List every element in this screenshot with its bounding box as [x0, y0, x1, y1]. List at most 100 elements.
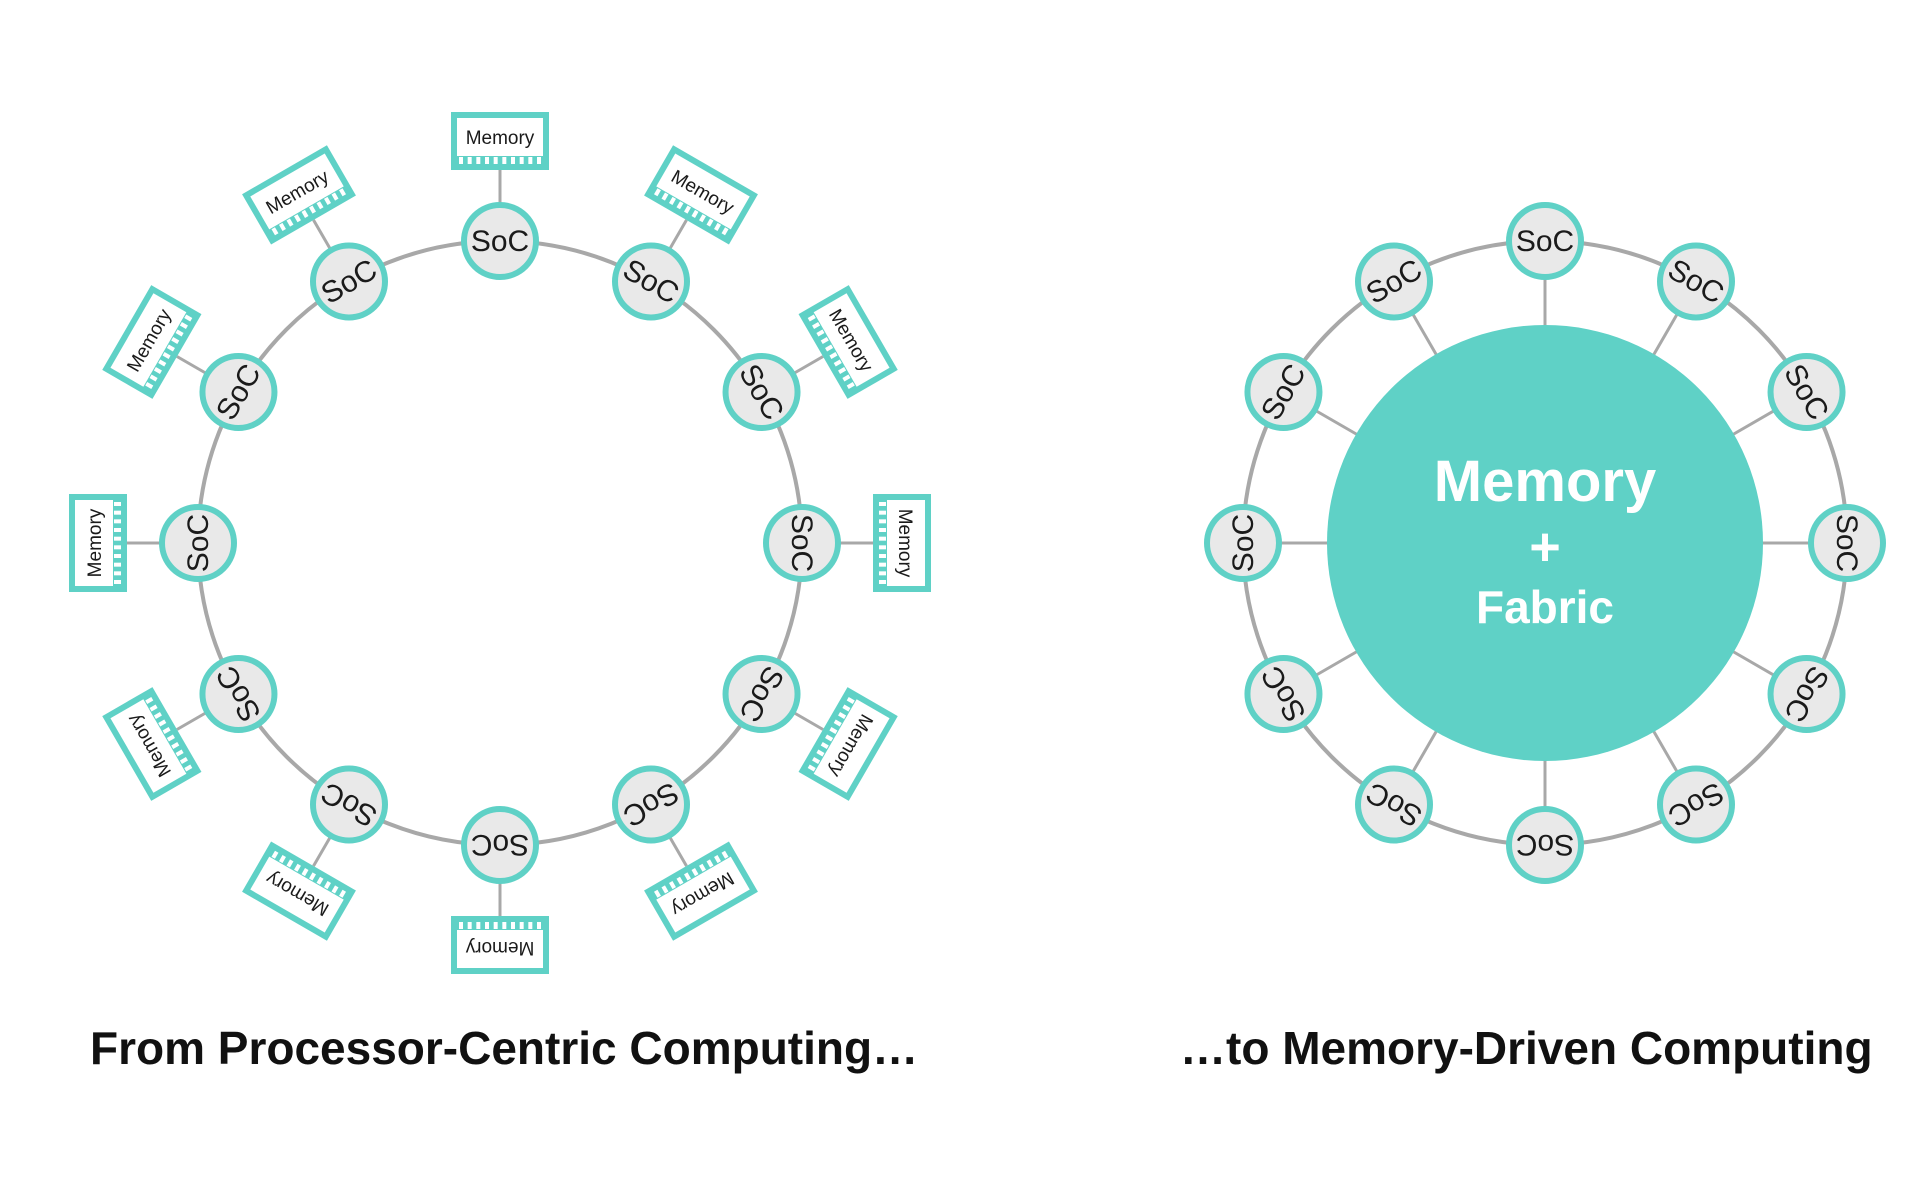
memory-module-label-area [656, 153, 750, 230]
memory-pin [661, 885, 669, 894]
soc-label: SoC [471, 225, 529, 258]
memory-pin [145, 696, 154, 704]
memory-module: Memory [102, 285, 202, 399]
soc-node-circle [310, 242, 388, 321]
soc-node: SoC [1204, 504, 1282, 582]
soc-node-circle [199, 655, 278, 733]
memory-module-label-area [75, 500, 113, 586]
soc-node-circle [1808, 504, 1886, 582]
memory-pin [114, 502, 121, 506]
memory-pin [816, 329, 825, 337]
memory-pin [158, 719, 167, 727]
memory-pin [171, 742, 180, 749]
soc-node-circle [1355, 765, 1433, 844]
memory-pin [669, 881, 676, 890]
memory-pin [278, 222, 286, 231]
processor-centric-diagram: MemorySoCMemorySoCMemorySoCMemorySoCMemo… [69, 112, 931, 974]
memory-pin [519, 922, 524, 929]
memory-pin [676, 876, 684, 885]
memory-pin [879, 502, 886, 506]
soc-node-circle [1657, 242, 1735, 321]
memory-pin [309, 205, 316, 214]
memory-module: Memory [644, 145, 758, 245]
soc-node: SoC [1506, 806, 1584, 884]
soc-node: SoC [199, 353, 278, 431]
soc-memory-link [791, 355, 824, 376]
soc-node: SoC [1657, 765, 1735, 844]
memory-pin [114, 571, 121, 576]
memory-label: Memory [465, 937, 534, 958]
memory-label: Memory [85, 508, 106, 577]
memory-pin [158, 359, 167, 367]
memory-pin [833, 359, 842, 367]
memory-pin [807, 764, 816, 772]
soc-node-circle [1657, 765, 1735, 844]
memory-pin [294, 214, 301, 223]
soc-node: SoC [1808, 504, 1886, 582]
memory-module: Memory [102, 687, 202, 801]
memory-pin [171, 337, 180, 344]
memory-pin [331, 885, 339, 894]
memory-pin [301, 868, 309, 877]
memory-pin [324, 881, 331, 890]
memory-module: Memory [798, 285, 898, 399]
memory-pin [114, 528, 121, 532]
soc-node: SoC [722, 655, 801, 733]
memory-module: Memory [451, 112, 549, 170]
processor-centric-caption: From Processor-Centric Computing… [90, 1022, 919, 1074]
memory-pin [324, 196, 331, 205]
memory-pin [149, 704, 158, 712]
memory-pin [706, 218, 714, 227]
memory-pin [459, 922, 463, 929]
memory-pin [528, 922, 533, 929]
memory-pin [838, 712, 847, 719]
memory-module: Memory [242, 145, 356, 245]
soc-node: SoC [310, 765, 388, 844]
memory-module-label-area [110, 699, 187, 793]
soc-node: SoC [1355, 765, 1433, 844]
memory-fabric-hub: Memory+Fabric [1327, 325, 1763, 761]
memory-pin [820, 742, 829, 749]
memory-pin [812, 757, 821, 765]
memory-pin [476, 922, 481, 929]
memory-pin [511, 922, 515, 929]
memory-pin [114, 519, 121, 524]
soc-label: SoC [1516, 225, 1574, 258]
memory-pin [838, 367, 847, 374]
memory-pin [825, 734, 834, 742]
memory-pin [476, 157, 481, 164]
memory-pin [829, 352, 838, 359]
memory-pin [519, 157, 524, 164]
soc-node: SoC [722, 353, 801, 431]
memory-pin [493, 157, 498, 164]
memory-pin [879, 536, 886, 541]
memory-pin [339, 188, 347, 197]
memory-pin [145, 382, 154, 390]
memory-pin [149, 374, 158, 382]
soc-label: SoC [1516, 828, 1574, 861]
memory-pin [153, 367, 162, 374]
memory-pin [493, 922, 498, 929]
soc-memory-link [791, 710, 824, 731]
memory-pin [316, 201, 324, 210]
memory-pin [714, 855, 722, 864]
soc-node-circle [1244, 655, 1323, 733]
memory-pin [502, 157, 507, 164]
memory-pin [825, 344, 834, 352]
memory-pin [842, 374, 851, 382]
soc-label: SoC [471, 828, 529, 861]
memory-pin [829, 727, 838, 734]
memory-pin [184, 764, 193, 772]
soc-node: SoC [199, 655, 278, 733]
memory-module: Memory [451, 916, 549, 974]
hub-label-plus: + [1529, 517, 1561, 577]
memory-pin [842, 704, 851, 712]
memory-pin [706, 859, 714, 868]
soc-node: SoC [612, 765, 690, 844]
memory-pin [879, 528, 886, 532]
soc-node-circle [199, 353, 278, 431]
memory-pin [179, 757, 188, 765]
memory-pin [699, 863, 706, 872]
